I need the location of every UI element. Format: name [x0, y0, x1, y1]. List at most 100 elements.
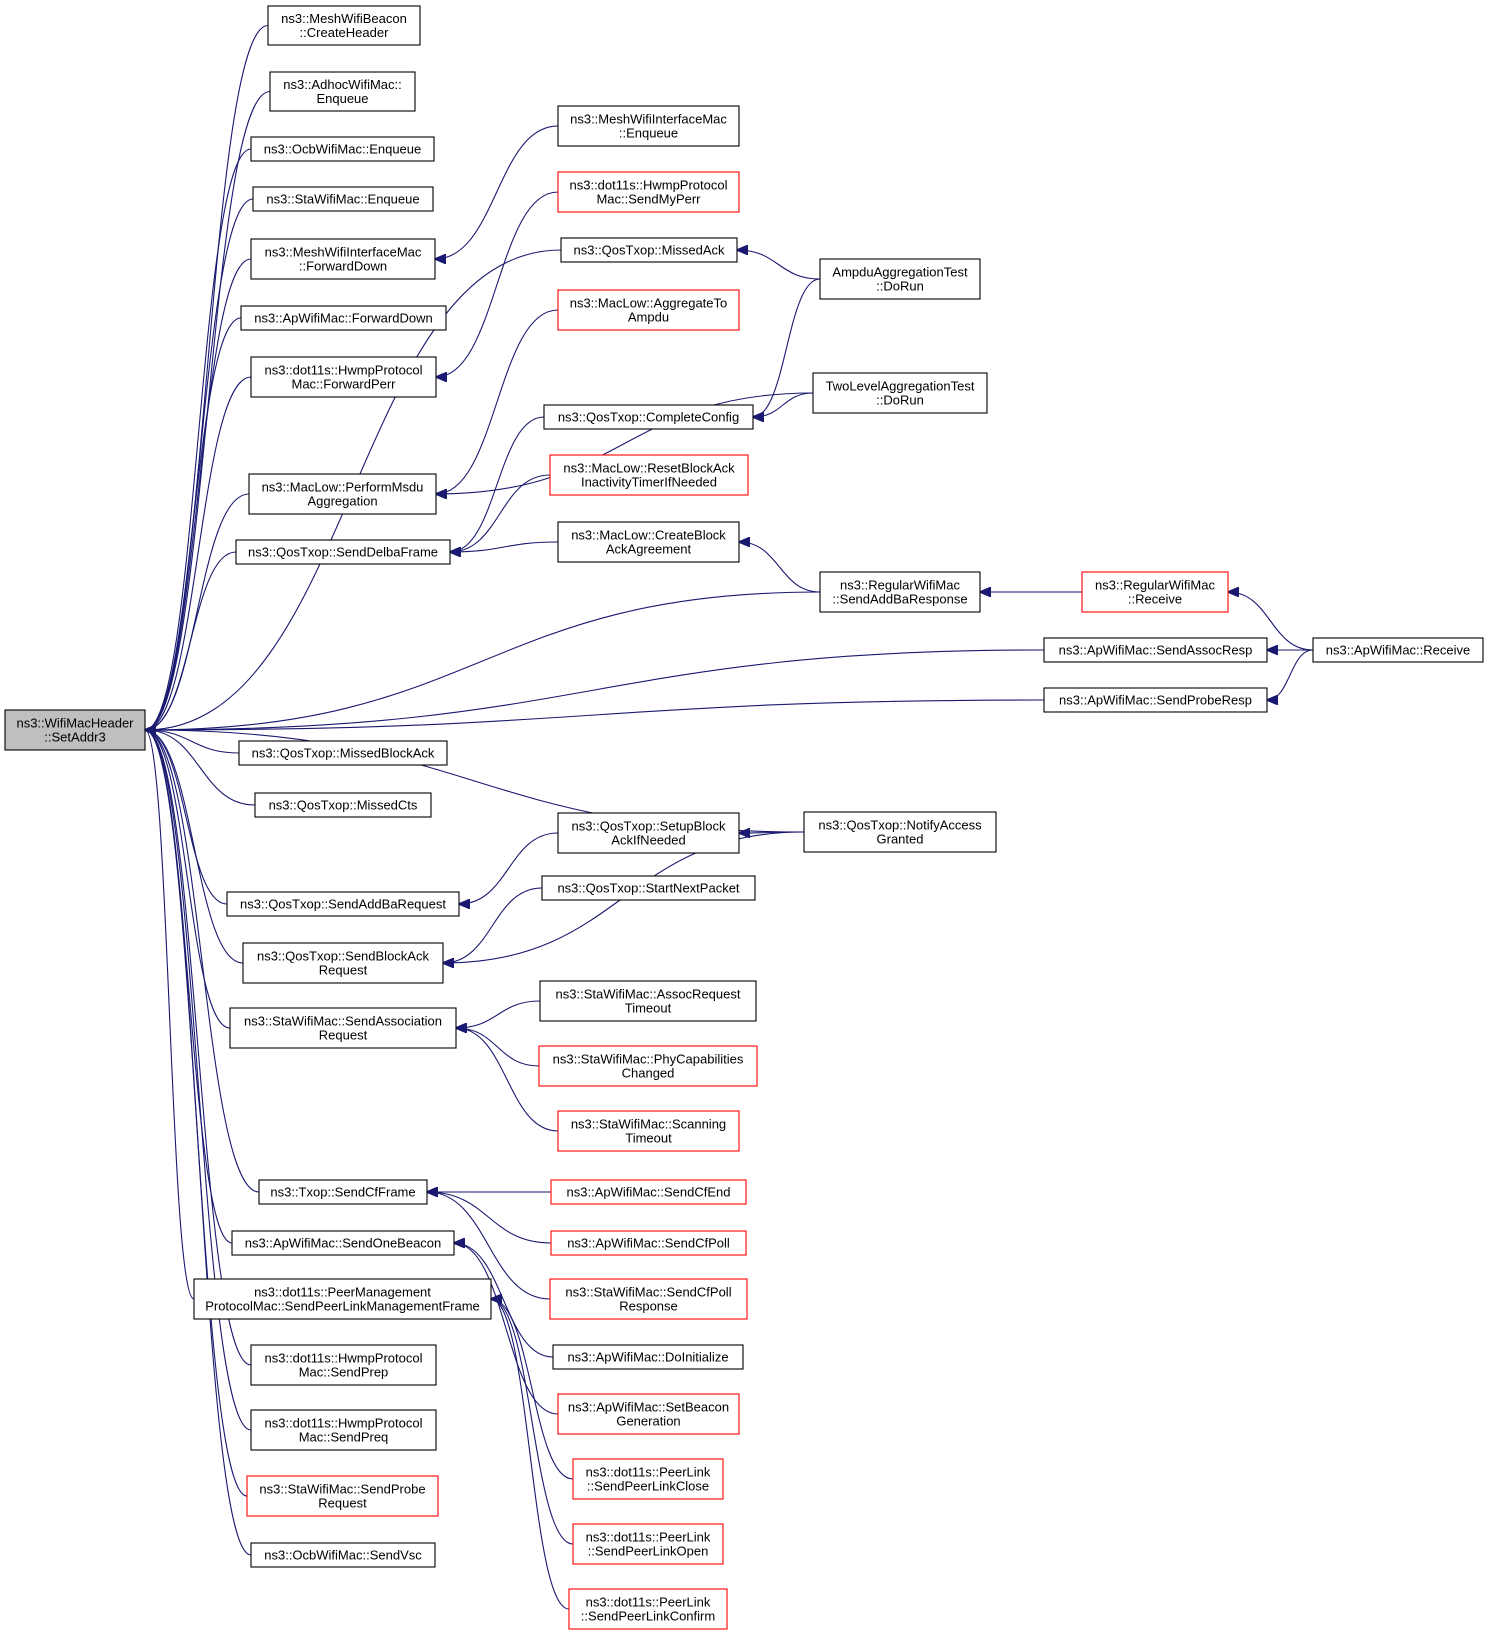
call-edge-setbeacongen-to-sendbeacon — [454, 1243, 559, 1415]
node-label: ns3::dot11s::PeerLink — [586, 1465, 711, 1480]
node-label: ns3::StaWifiMac::AssocRequest — [556, 987, 741, 1002]
node-box — [240, 305, 447, 331]
node-ocbvsc[interactable]: ns3::OcbWifiMac::SendVsc — [250, 1542, 436, 1568]
node-label: ns3::WifiMacHeader — [16, 716, 134, 731]
node-box — [557, 105, 740, 147]
node-label: Ampdu — [628, 310, 669, 325]
call-edge-missedblockack-to-setaddr3 — [145, 730, 240, 754]
call-edge-doinit-to-sendbeacon — [454, 1243, 554, 1358]
node-label: ::SendPeerLinkConfirm — [581, 1609, 715, 1624]
node-label: ns3::StaWifiMac::SendCfPoll — [565, 1285, 731, 1300]
node-hwmpperr[interactable]: ns3::dot11s::HwmpProtocolMac::ForwardPer… — [250, 356, 437, 398]
node-sendbeacon[interactable]: ns3::ApWifiMac::SendOneBeacon — [231, 1230, 455, 1256]
node-label: ns3::ApWifiMac::SendProbeResp — [1059, 693, 1252, 708]
node-adhocenq[interactable]: ns3::AdhocWifiMac::Enqueue — [269, 71, 416, 112]
node-missedack[interactable]: ns3::QosTxop::MissedAck — [560, 237, 738, 263]
call-edge-aggto-to-msduagg — [436, 309, 559, 494]
node-sendaddba[interactable]: ns3::QosTxop::SendAddBaRequest — [226, 891, 460, 917]
node-label: ns3::ApWifiMac::SendCfPoll — [567, 1236, 730, 1251]
node-label: ns3::QosTxop::SendBlockAck — [257, 949, 429, 964]
node-label: Changed — [622, 1066, 675, 1081]
call-edge-completeconfig-to-senddelba — [450, 416, 545, 552]
node-label: Response — [619, 1299, 678, 1314]
node-label: ns3::QosTxop::MissedAck — [574, 243, 725, 258]
call-edge-sendassocresp-to-setaddr3 — [145, 649, 1045, 730]
call-edge-sendaddba-to-setaddr3 — [145, 730, 228, 905]
node-resetblockack[interactable]: ns3::MacLow::ResetBlockAckInactivityTime… — [549, 454, 749, 496]
node-staenq[interactable]: ns3::StaWifiMac::Enqueue — [252, 186, 434, 212]
node-sendproberesp[interactable]: ns3::ApWifiMac::SendProbeResp — [1043, 687, 1268, 713]
node-label: ns3::QosTxop::CompleteConfig — [558, 410, 739, 425]
node-box — [242, 942, 444, 984]
node-label: ns3::OcbWifiMac::Enqueue — [264, 142, 422, 157]
node-setaddr3[interactable]: ns3::WifiMacHeader::SetAddr3 — [4, 709, 146, 751]
node-sendcfpoll[interactable]: ns3::ApWifiMac::SendCfPoll — [550, 1230, 747, 1256]
call-edge-meshfwd-to-setaddr3 — [145, 258, 252, 730]
call-edges — [145, 24, 1314, 1610]
node-meshbeacon[interactable]: ns3::MeshWifiBeacon::CreateHeader — [267, 5, 421, 46]
node-label: ProtocolMac::SendPeerLinkManagementFrame — [205, 1299, 480, 1314]
call-edge-meshenq-to-meshfwd — [435, 125, 559, 259]
node-label: ns3::QosTxop::StartNextPacket — [557, 881, 739, 896]
node-peeropen[interactable]: ns3::dot11s::PeerLink::SendPeerLinkOpen — [572, 1523, 724, 1565]
node-regrecv[interactable]: ns3::RegularWifiMac::Receive — [1081, 571, 1229, 613]
node-label: ns3::dot11s::PeerManagement — [254, 1285, 431, 1300]
node-label: ::SetAddr3 — [44, 730, 105, 745]
node-completeconfig[interactable]: ns3::QosTxop::CompleteConfig — [543, 404, 754, 430]
node-label: ns3::dot11s::HwmpProtocol — [265, 363, 423, 378]
node-peerconfirm[interactable]: ns3::dot11s::PeerLink::SendPeerLinkConfi… — [568, 1588, 728, 1630]
node-meshenq[interactable]: ns3::MeshWifiInterfaceMac::Enqueue — [557, 105, 740, 147]
node-ampdutest[interactable]: AmpduAggregationTest::DoRun — [819, 258, 981, 300]
node-meshfwd[interactable]: ns3::MeshWifiInterfaceMac::ForwardDown — [250, 238, 436, 280]
node-label: ns3::ApWifiMac::SendAssocResp — [1059, 643, 1253, 658]
node-twoleveltest[interactable]: TwoLevelAggregationTest::DoRun — [812, 372, 988, 414]
node-apfwd[interactable]: ns3::ApWifiMac::ForwardDown — [240, 305, 447, 331]
node-regaddba[interactable]: ns3::RegularWifiMac::SendAddBaResponse — [819, 571, 981, 613]
node-missedcts[interactable]: ns3::QosTxop::MissedCts — [254, 792, 432, 818]
node-doinit[interactable]: ns3::ApWifiMac::DoInitialize — [552, 1344, 744, 1370]
node-box — [258, 1179, 428, 1205]
call-edge-resetblockack-to-senddelba — [450, 474, 551, 552]
node-label: ns3::QosTxop::MissedCts — [269, 798, 418, 813]
node-box — [568, 1588, 728, 1630]
node-startnext[interactable]: ns3::QosTxop::StartNextPacket — [541, 875, 756, 901]
node-label: ns3::ApWifiMac::SetBeacon — [568, 1400, 729, 1415]
node-label: ns3::ApWifiMac::ForwardDown — [254, 311, 432, 326]
node-ocbenq[interactable]: ns3::OcbWifiMac::Enqueue — [250, 136, 435, 162]
node-aprecv[interactable]: ns3::ApWifiMac::Receive — [1312, 637, 1484, 663]
node-senddelba[interactable]: ns3::QosTxop::SendDelbaFrame — [235, 539, 451, 565]
call-edge-ampdutest-to-completeconfig — [753, 278, 821, 417]
node-sendcfend[interactable]: ns3::ApWifiMac::SendCfEnd — [550, 1179, 747, 1205]
call-edge-setupblockack-to-sendaddba — [459, 832, 559, 904]
node-box — [557, 289, 740, 331]
node-missedblockack[interactable]: ns3::QosTxop::MissedBlockAck — [238, 740, 448, 766]
node-sendassocresp[interactable]: ns3::ApWifiMac::SendAssocResp — [1043, 637, 1268, 663]
node-box — [557, 1393, 740, 1435]
node-box — [250, 238, 436, 280]
node-box — [539, 980, 757, 1022]
node-box — [254, 792, 432, 818]
call-edge-stacfpoll-to-sendcf — [427, 1192, 551, 1300]
node-peermgmt[interactable]: ns3::dot11s::PeerManagementProtocolMac::… — [193, 1278, 492, 1320]
node-sendcf[interactable]: ns3::Txop::SendCfFrame — [258, 1179, 428, 1205]
node-label: Mac::SendPreq — [299, 1430, 389, 1445]
call-edge-missedcts-to-setaddr3 — [145, 730, 256, 806]
node-peerclose[interactable]: ns3::dot11s::PeerLink::SendPeerLinkClose — [572, 1458, 724, 1500]
